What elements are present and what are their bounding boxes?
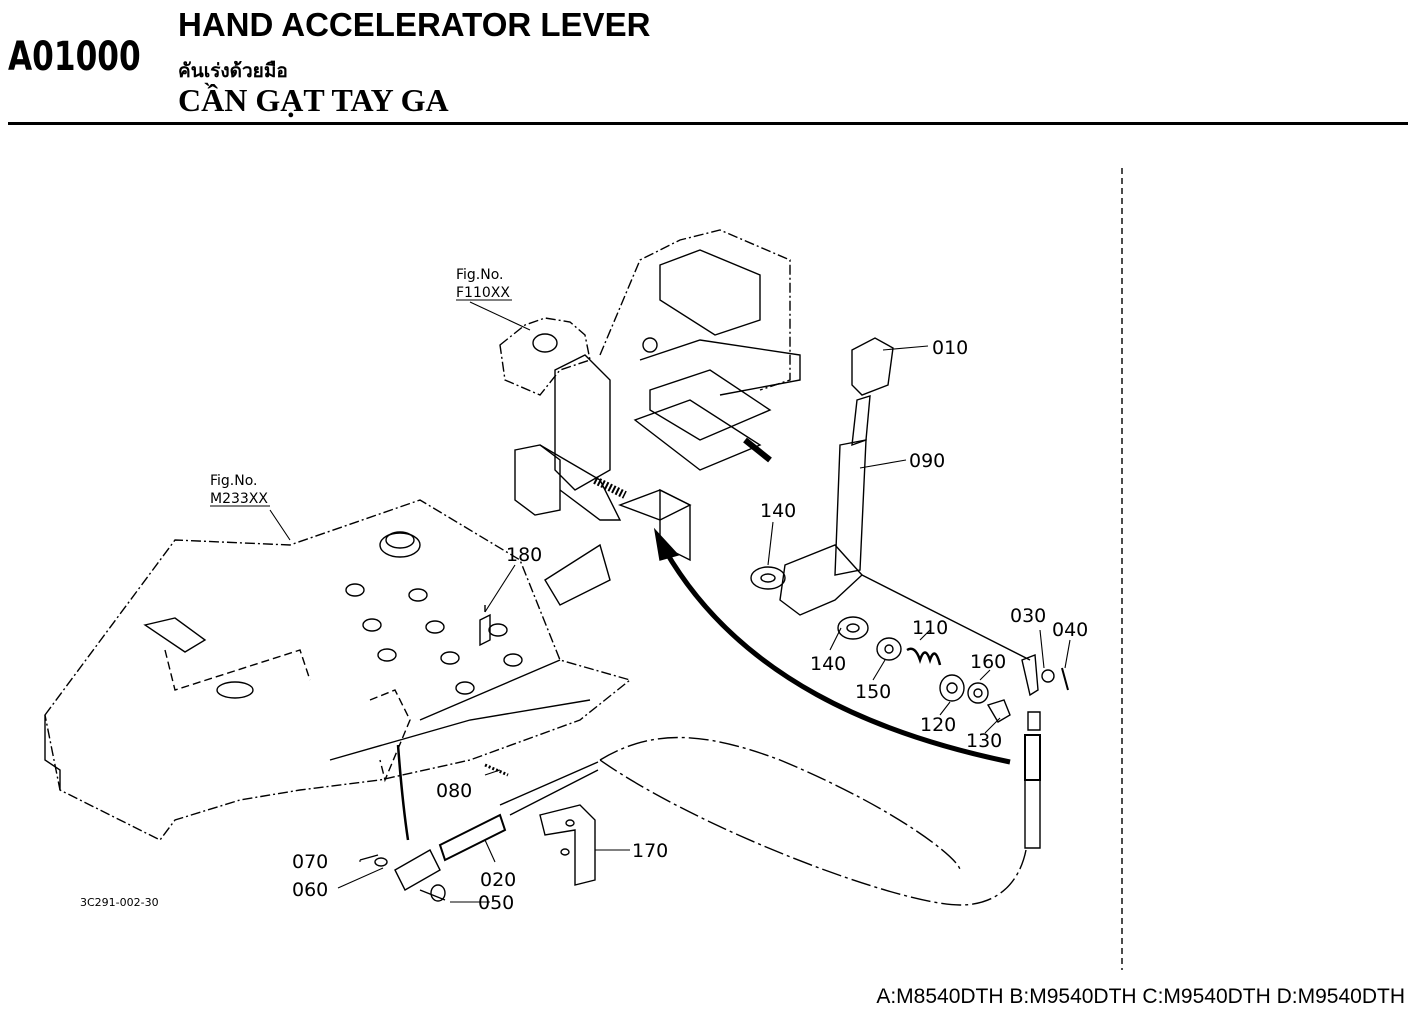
section-code: A01000: [8, 34, 141, 80]
part-label-140-lower: 140: [810, 653, 846, 675]
part-label-030: 030: [1010, 605, 1046, 627]
part-label-130: 130: [966, 730, 1002, 752]
lever-bracket: [499, 229, 801, 606]
part-label-050: 050: [478, 892, 514, 914]
part-label-110: 110: [912, 617, 948, 639]
part-label-080: 080: [436, 780, 472, 802]
header-rule: [8, 122, 1408, 125]
fig-ref-top-code: F110XX: [456, 285, 510, 301]
title-vietnamese: CẦN GẠT TAY GA: [178, 82, 449, 118]
part-label-150: 150: [855, 681, 891, 703]
part-label-070: 070: [292, 851, 328, 873]
part-label-140-upper: 140: [760, 500, 796, 522]
part-label-090: 090: [909, 450, 945, 472]
fig-ref-top-label: Fig.No.: [456, 267, 504, 283]
fig-ref-left-code: M233XX: [210, 491, 268, 507]
part-label-120: 120: [920, 714, 956, 736]
part-label-160: 160: [970, 651, 1006, 673]
part-label-170: 170: [632, 840, 668, 862]
direction-arrowhead: [653, 527, 680, 561]
model-applicability: A:M8540DTH B:M9540DTH C:M9540DTH D:M9540…: [876, 985, 1405, 1008]
accelerator-cable: [599, 736, 961, 871]
part-label-040: 040: [1052, 619, 1088, 641]
lever-assembly: [750, 337, 1069, 849]
leader-lines: [269, 301, 1071, 903]
floor-panel: [44, 499, 632, 841]
part-label-180: 180: [506, 544, 542, 566]
drawing-id: 3C291-002-30: [80, 896, 159, 909]
small-arrow: [396, 744, 410, 841]
title-thai: คันเร่งด้วยมือ: [178, 60, 288, 82]
direction-arrow: [662, 548, 1011, 765]
part-label-020: 020: [480, 869, 516, 891]
fig-ref-left-label: Fig.No.: [210, 473, 258, 489]
part-label-060: 060: [292, 879, 328, 901]
title-english: HAND ACCELERATOR LEVER: [178, 6, 651, 43]
part-label-010: 010: [932, 337, 968, 359]
